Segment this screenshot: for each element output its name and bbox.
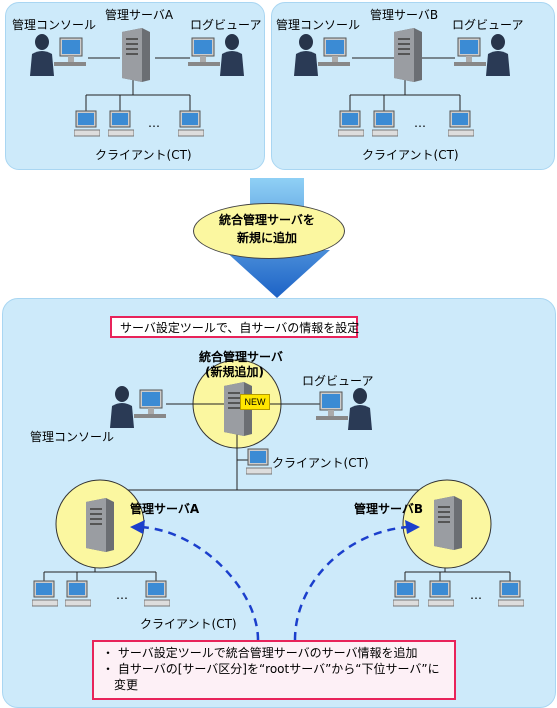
top-right-server-label: 管理サーバB: [370, 8, 439, 22]
top-right-console-label: 管理コンソール: [276, 18, 361, 32]
transition-line1: 統合管理サーバを: [219, 213, 315, 227]
integrated-server-label-1: 統合管理サーバ: [199, 350, 283, 364]
bottom-right-ellipsis: …: [470, 588, 482, 602]
new-badge-icon: NEW: [240, 394, 270, 410]
client-pc-icon: [448, 110, 474, 137]
settings-banner-text: サーバ設定ツールで、自サーバの情報を設定: [120, 321, 360, 335]
note-line-2: ・ 自サーバの[サーバ区分]を“rootサーバ”から“下位サーバ”に: [102, 662, 440, 676]
integrated-server-label-2: (新規追加): [205, 365, 264, 379]
notes-box: ・ サーバ設定ツールで統合管理サーバのサーバ情報を追加 ・ 自サーバの[サーバ区…: [92, 640, 456, 700]
tower-server-icon: [86, 498, 114, 552]
note-line-1: ・ サーバ設定ツールで統合管理サーバのサーバ情報を追加: [102, 646, 418, 660]
person-at-desk-icon: [454, 34, 510, 76]
client-pc-icon: [393, 580, 419, 607]
top-right-clients-label: クライアント(CT): [362, 148, 459, 162]
bottom-server-a-label: 管理サーバA: [130, 502, 200, 516]
client-pc-icon: [338, 110, 364, 137]
client-pc-icon: [32, 580, 58, 607]
client-pc-icon: [74, 110, 100, 137]
person-at-desk-icon: [30, 34, 86, 76]
person-at-desk-icon: [316, 388, 372, 430]
top-left-ellipsis: …: [148, 116, 160, 130]
bottom-left-ellipsis: …: [116, 588, 128, 602]
client-pc-icon: [246, 448, 272, 475]
note-line-3: 変更: [114, 678, 139, 692]
top-right-viewer-label: ログビューア: [452, 18, 524, 32]
tower-server-icon: [394, 28, 422, 82]
new-badge-text: NEW: [244, 397, 266, 407]
top-left-server-label: 管理サーバA: [105, 8, 174, 22]
transition-ellipse: [193, 203, 345, 259]
bottom-clients-label: クライアント(CT): [140, 617, 237, 631]
settings-banner: サーバ設定ツールで、自サーバの情報を設定: [110, 316, 360, 338]
bottom-console-label: 管理コンソール: [30, 430, 115, 444]
client-pc-icon: [372, 110, 398, 137]
person-at-desk-icon: [188, 34, 244, 76]
top-left-console-label: 管理コンソール: [12, 18, 97, 32]
client-pc-icon: [178, 110, 204, 137]
client-pc-icon: [65, 580, 91, 607]
person-at-desk-icon: [294, 34, 350, 76]
dashed-arrow-right: [293, 525, 411, 641]
top-left-viewer-label: ログビューア: [190, 18, 262, 32]
top-left-clients-label: クライアント(CT): [95, 148, 192, 162]
client-pc-icon: [144, 580, 170, 607]
bottom-viewer-label: ログビューア: [302, 374, 374, 388]
client-pc-icon: [108, 110, 134, 137]
transition-line2: 新規に追加: [237, 231, 298, 245]
client-pc-icon: [428, 580, 454, 607]
client-pc-icon: [498, 580, 524, 607]
tower-server-icon: [122, 28, 150, 82]
top-right-ellipsis: …: [414, 116, 426, 130]
dashed-arrow-left: [139, 525, 260, 641]
person-at-desk-icon: [110, 386, 166, 428]
tower-server-icon: [434, 496, 462, 550]
bottom-client-label: クライアント(CT): [272, 456, 369, 470]
bottom-server-b-label: 管理サーバB: [354, 502, 424, 516]
